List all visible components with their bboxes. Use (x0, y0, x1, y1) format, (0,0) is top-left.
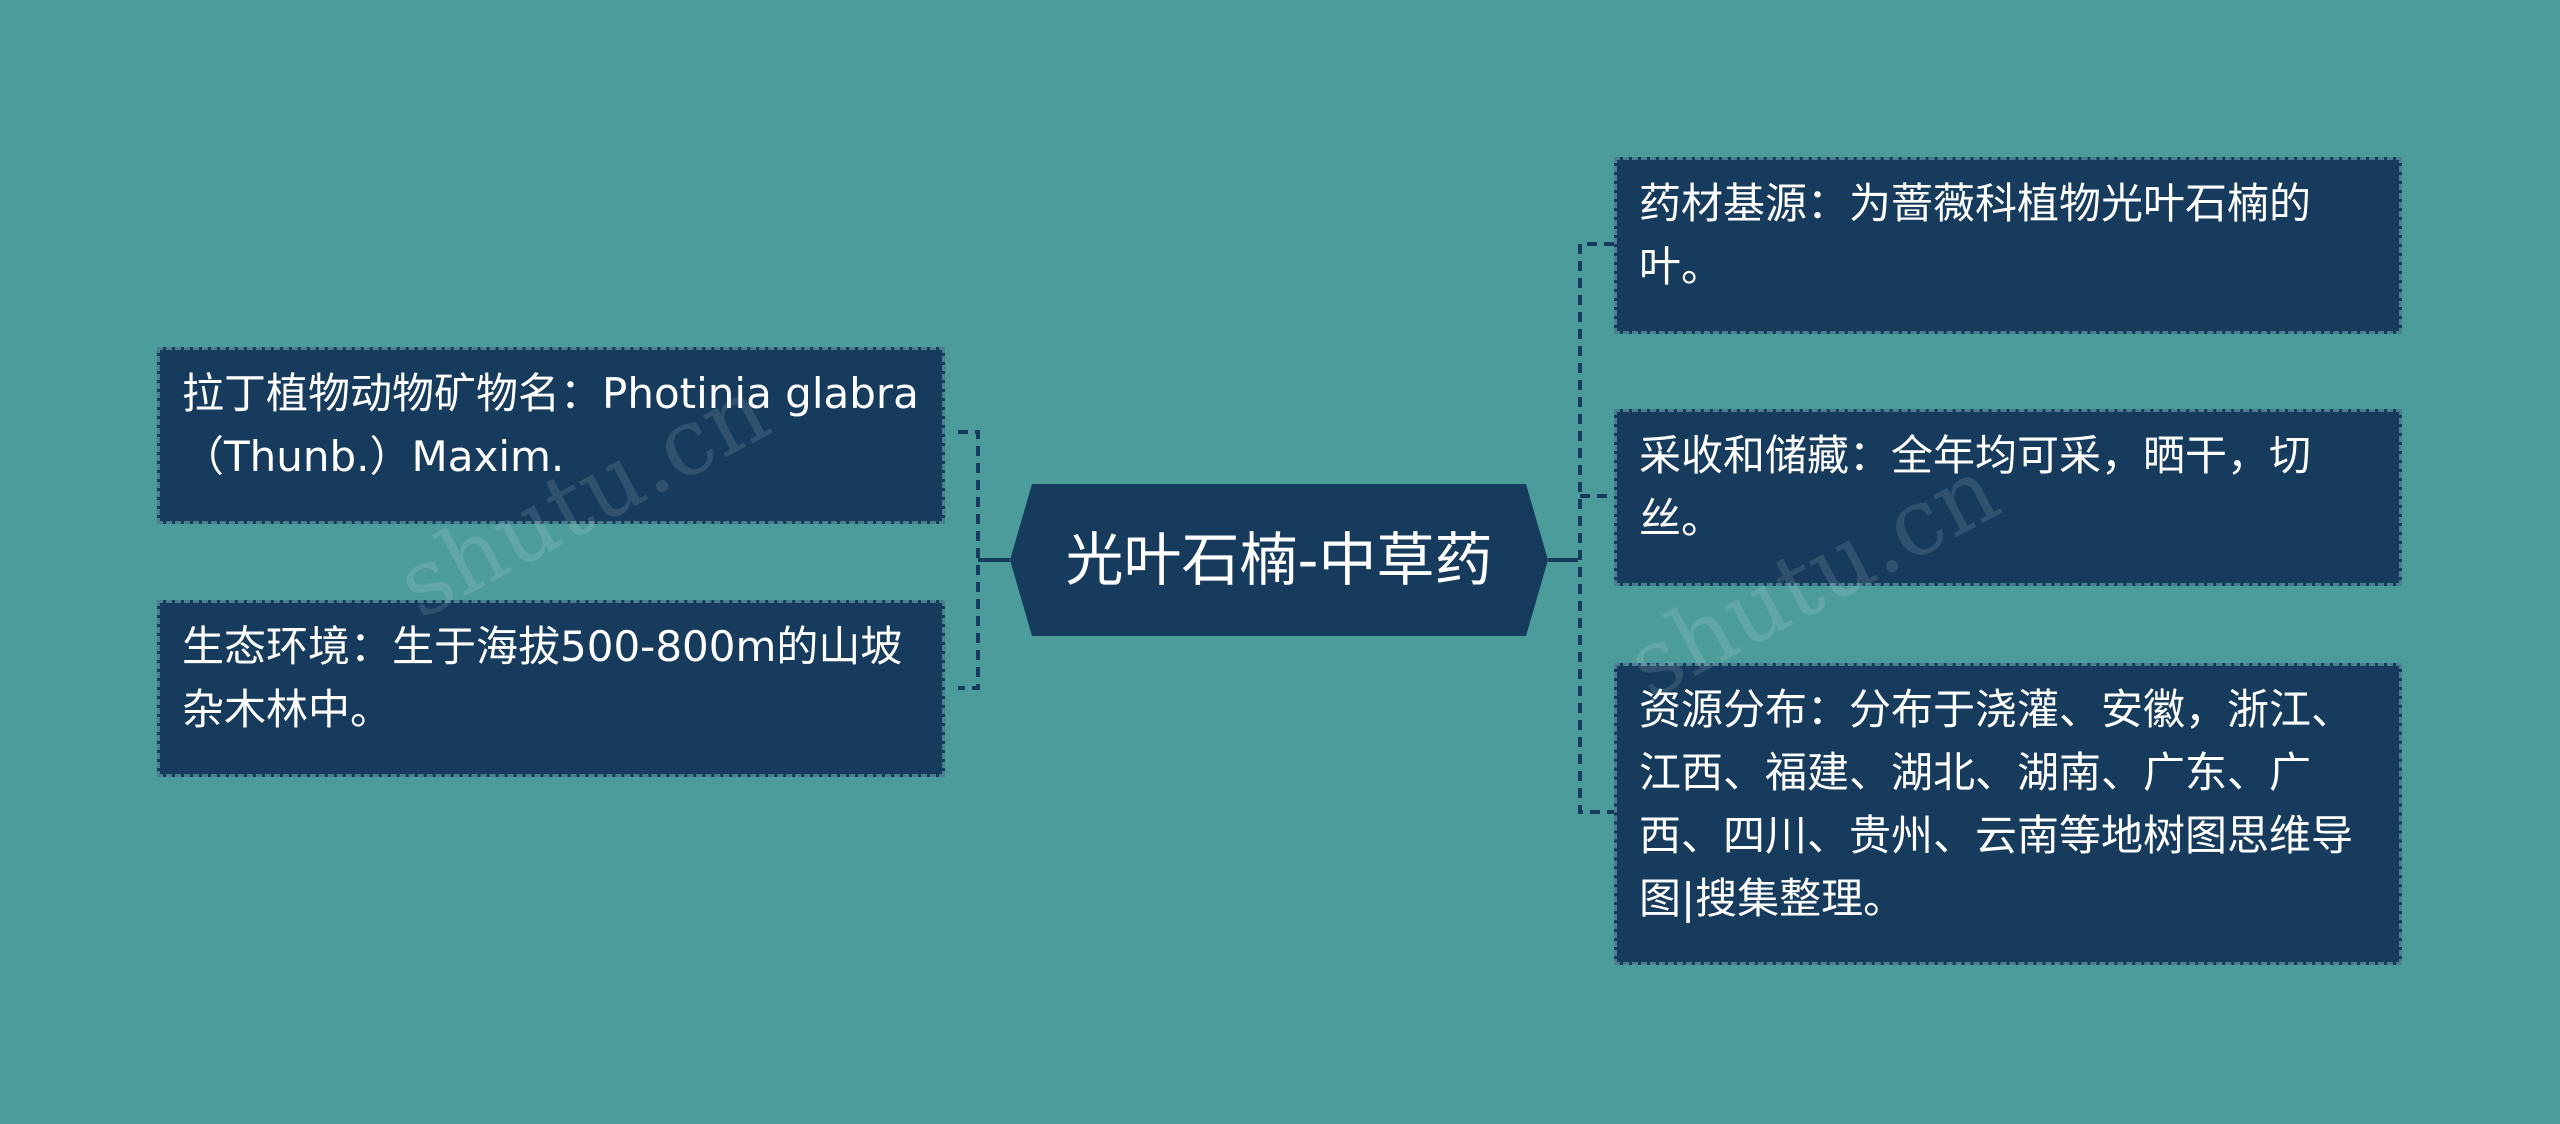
node-distribution-text: 资源分布：分布于浇灌、安徽，浙江、江西、福建、湖北、湖南、广东、广西、四川、贵州… (1639, 685, 2354, 923)
node-habitat-text: 生态环境：生于海拔500-800m的山坡杂木林中。 (182, 622, 903, 734)
node-distribution[interactable]: 资源分布：分布于浇灌、安徽，浙江、江西、福建、湖北、湖南、广东、广西、四川、贵州… (1614, 663, 2402, 965)
node-medicinal-source[interactable]: 药材基源：为蔷薇科植物光叶石楠的叶。 (1614, 157, 2402, 334)
central-topic[interactable]: 光叶石楠-中草药 (1010, 484, 1548, 636)
connector-left-bracket (958, 430, 980, 690)
node-habitat[interactable]: 生态环境：生于海拔500-800m的山坡杂木林中。 (157, 600, 945, 777)
node-harvest-storage[interactable]: 采收和储藏：全年均可采，晒干，切丝。 (1614, 409, 2402, 586)
node-medicinal-source-text: 药材基源：为蔷薇科植物光叶石楠的叶。 (1639, 179, 2312, 291)
connector-right-bracket (1578, 242, 1614, 814)
central-topic-label: 光叶石楠-中草药 (1065, 526, 1493, 594)
node-harvest-storage-text: 采收和储藏：全年均可采，晒干，切丝。 (1639, 431, 2312, 543)
node-latin-name[interactable]: 拉丁植物动物矿物名：Photinia glabra （Thunb.）Maxim. (157, 347, 945, 524)
central-topic-shape (1010, 484, 1548, 636)
node-latin-name-text: 拉丁植物动物矿物名：Photinia glabra （Thunb.）Maxim. (182, 369, 919, 481)
